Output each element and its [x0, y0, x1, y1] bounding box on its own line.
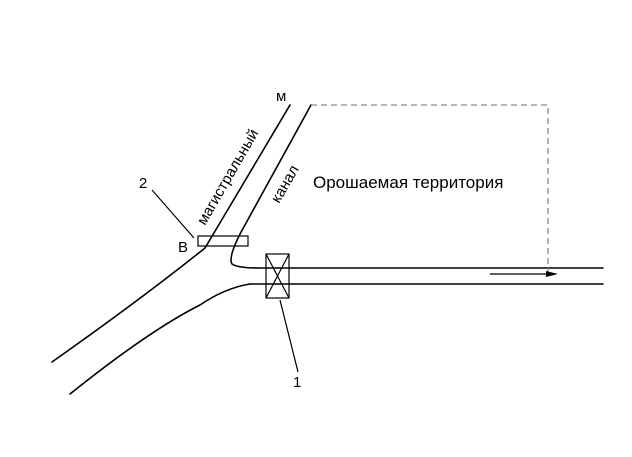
canal-word-label: канал: [268, 162, 303, 206]
point-m-label: м: [276, 88, 286, 105]
magistral-canal-left-bank: [204, 104, 291, 249]
point-b-label: В: [178, 239, 188, 256]
leader-line-2: [151, 189, 195, 239]
gate-structure-cross: [265, 253, 290, 299]
leader-line-1: [279, 299, 299, 373]
main-canal-lower-bank: [69, 283, 251, 395]
flow-arrow-head: [546, 271, 558, 277]
magistral-canal-right-bank: [230, 104, 312, 269]
irrigated-territory-label: Орошаемая территория: [313, 173, 503, 192]
measuring-device: [197, 235, 249, 247]
main-canal-upper-bank: [51, 247, 206, 363]
callout-1-label: 1: [293, 374, 301, 391]
gate-structure: [265, 253, 290, 299]
callout-2-label: 2: [139, 175, 147, 192]
